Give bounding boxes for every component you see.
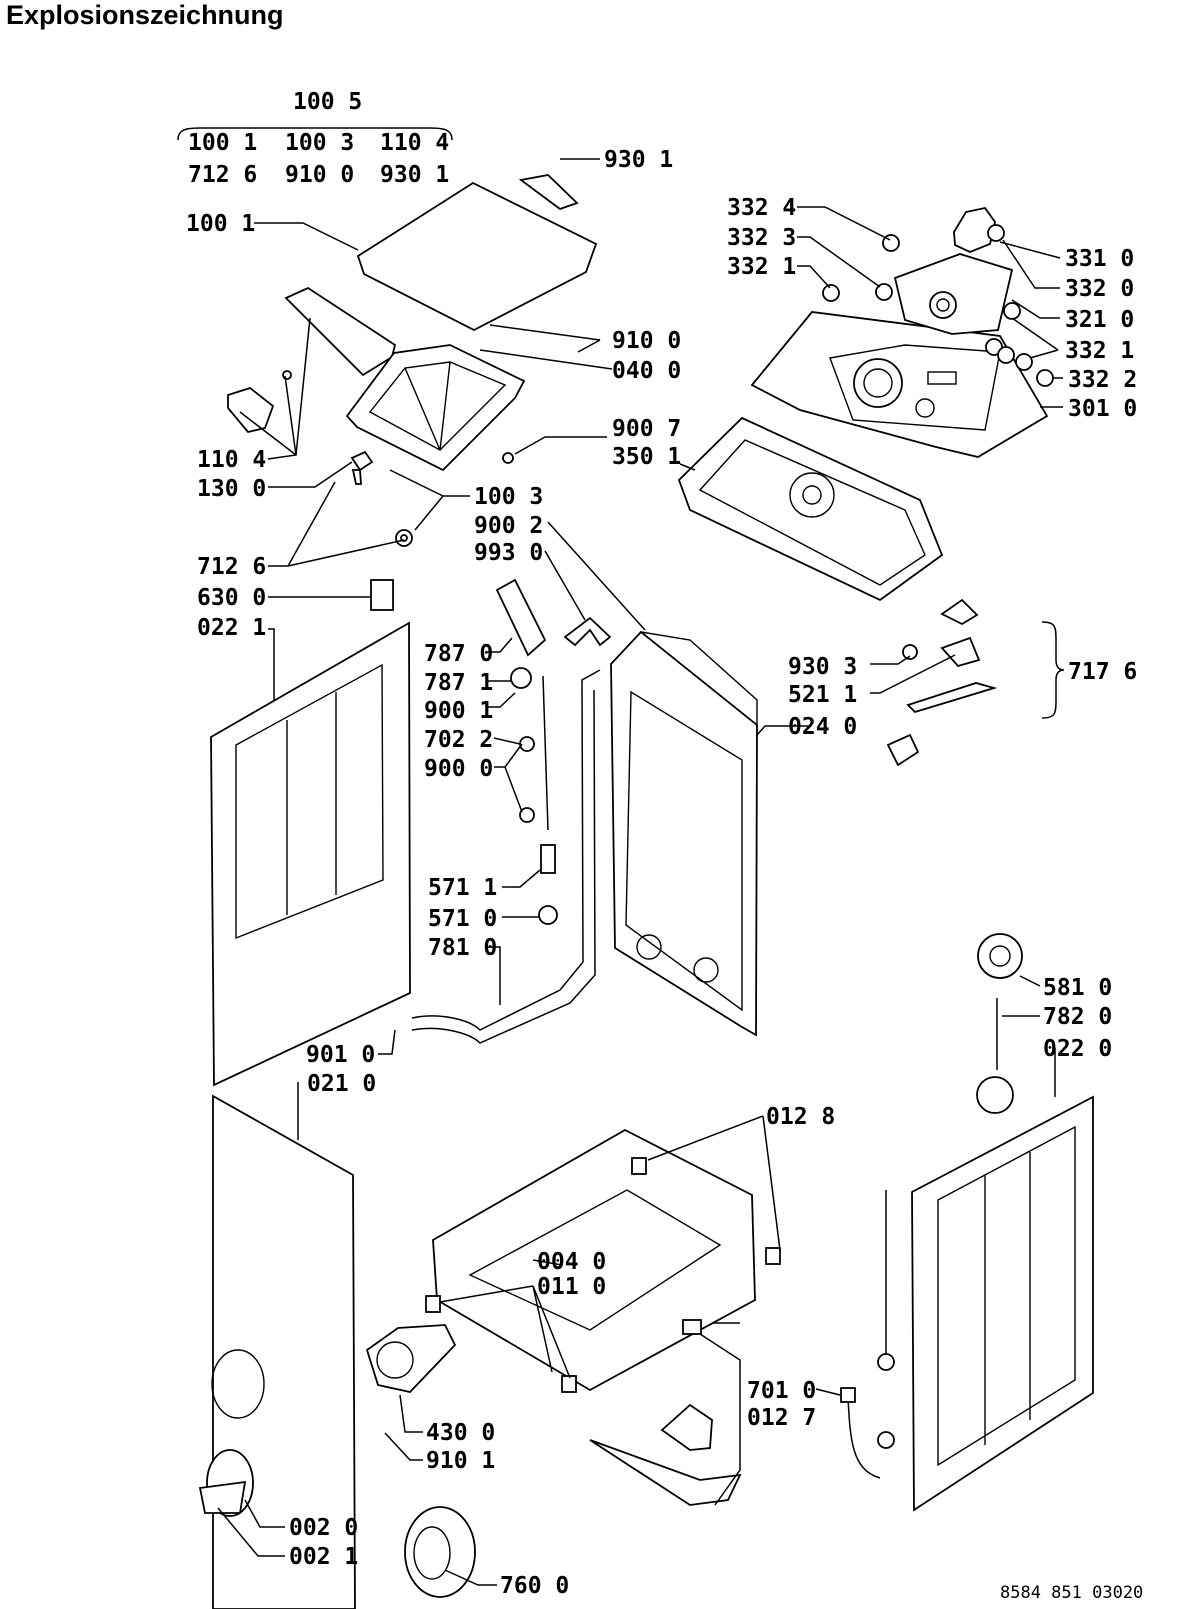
- drain-pump: [365, 1324, 457, 1393]
- label-332-3: 332 3: [727, 225, 796, 251]
- label-100-3: 100 3: [474, 484, 543, 510]
- label-011-0: 011 0: [537, 1274, 606, 1300]
- label-900-2: 900 2: [474, 513, 543, 539]
- group-100-5-label: 100 5: [293, 89, 362, 115]
- group-100-5-row1-c: 110 4: [380, 130, 449, 156]
- label-002-1: 002 1: [289, 1544, 358, 1570]
- label-321-0: 321 0: [1065, 307, 1134, 333]
- group-100-5-row2-b: 910 0: [285, 162, 354, 188]
- knob-332-3: [875, 283, 893, 301]
- label-021-0: 021 0: [307, 1071, 376, 1097]
- label-901-0: 901 0: [306, 1042, 375, 1068]
- water-valve: [977, 933, 1023, 979]
- electronic-board: [677, 416, 944, 602]
- label-350-1: 350 1: [612, 444, 681, 470]
- label-012-7: 012 7: [747, 1405, 816, 1431]
- hinge-strip: [518, 174, 579, 211]
- label-024-0: 024 0: [788, 714, 857, 740]
- right-side-panel: [911, 1095, 1094, 1512]
- label-787-1: 787 1: [424, 670, 493, 696]
- inlet-hose: [847, 1395, 881, 1479]
- label-012-8: 012 8: [766, 1104, 835, 1130]
- label-760-0: 760 0: [500, 1573, 569, 1599]
- drain-hose: [411, 669, 601, 1031]
- label-930-3: 930 3: [788, 654, 857, 680]
- lid-handle: [284, 286, 397, 377]
- label-430-0: 430 0: [426, 1420, 495, 1446]
- label-910-1: 910 1: [426, 1448, 495, 1474]
- label-332-2: 332 2: [1068, 367, 1137, 393]
- label-571-1: 571 1: [428, 875, 497, 901]
- label-130-0: 130 0: [197, 476, 266, 502]
- group-100-5-row2-c: 930 1: [380, 162, 449, 188]
- label-930-1: 930 1: [604, 147, 673, 173]
- label-004-0: 004 0: [537, 1249, 606, 1275]
- pump-filter: [404, 1506, 476, 1598]
- label-040-0: 040 0: [612, 358, 681, 384]
- label-332-0: 332 0: [1065, 276, 1134, 302]
- footer-code: 8584 851 03020: [1000, 1583, 1143, 1603]
- panel-overlay: [893, 253, 1014, 335]
- label-787-0: 787 0: [424, 641, 493, 667]
- part-630: [370, 579, 394, 611]
- label-900-1: 900 1: [424, 698, 493, 724]
- page-title: Explosionszeichnung: [6, 0, 284, 30]
- knob-332-1a: [822, 284, 840, 302]
- label-910-0: 910 0: [612, 328, 681, 354]
- label-110-4: 110 4: [197, 447, 266, 473]
- knob-332-2: [1036, 369, 1054, 387]
- label-900-0: 900 0: [424, 756, 493, 782]
- label-702-2: 702 2: [424, 727, 493, 753]
- label-002-0: 002 0: [289, 1515, 358, 1541]
- label-521-1: 521 1: [788, 682, 857, 708]
- label-581-0: 581 0: [1043, 975, 1112, 1001]
- label-712-6: 712 6: [197, 554, 266, 580]
- label-630-0: 630 0: [197, 585, 266, 611]
- label-331-0: 331 0: [1065, 246, 1134, 272]
- label-900-7: 900 7: [612, 416, 681, 442]
- label-781-0: 781 0: [428, 935, 497, 961]
- label-701-0: 701 0: [747, 1378, 816, 1404]
- label-022-0: 022 0: [1043, 1036, 1112, 1062]
- label-332-1b: 332 1: [1065, 338, 1134, 364]
- inlet-bellows: [495, 578, 547, 657]
- group-100-5-row2-a: 712 6: [188, 162, 257, 188]
- label-022-1: 022 1: [197, 615, 266, 641]
- label-332-1: 332 1: [727, 254, 796, 280]
- label-100-1: 100 1: [186, 211, 255, 237]
- group-100-5-row1-a: 100 1: [188, 130, 257, 156]
- label-332-4: 332 4: [727, 195, 796, 221]
- label-571-0: 571 0: [428, 906, 497, 932]
- lid-frame: [345, 344, 526, 472]
- door-lock: [940, 598, 979, 626]
- label-301-0: 301 0: [1068, 396, 1137, 422]
- group-100-5-row1-b: 100 3: [285, 130, 354, 156]
- knob-332-0: [987, 224, 1005, 242]
- label-782-0: 782 0: [1043, 1004, 1112, 1030]
- left-side-panel: [210, 621, 411, 1087]
- label-993-0: 993 0: [474, 540, 543, 566]
- label-717-6: 717 6: [1068, 659, 1137, 685]
